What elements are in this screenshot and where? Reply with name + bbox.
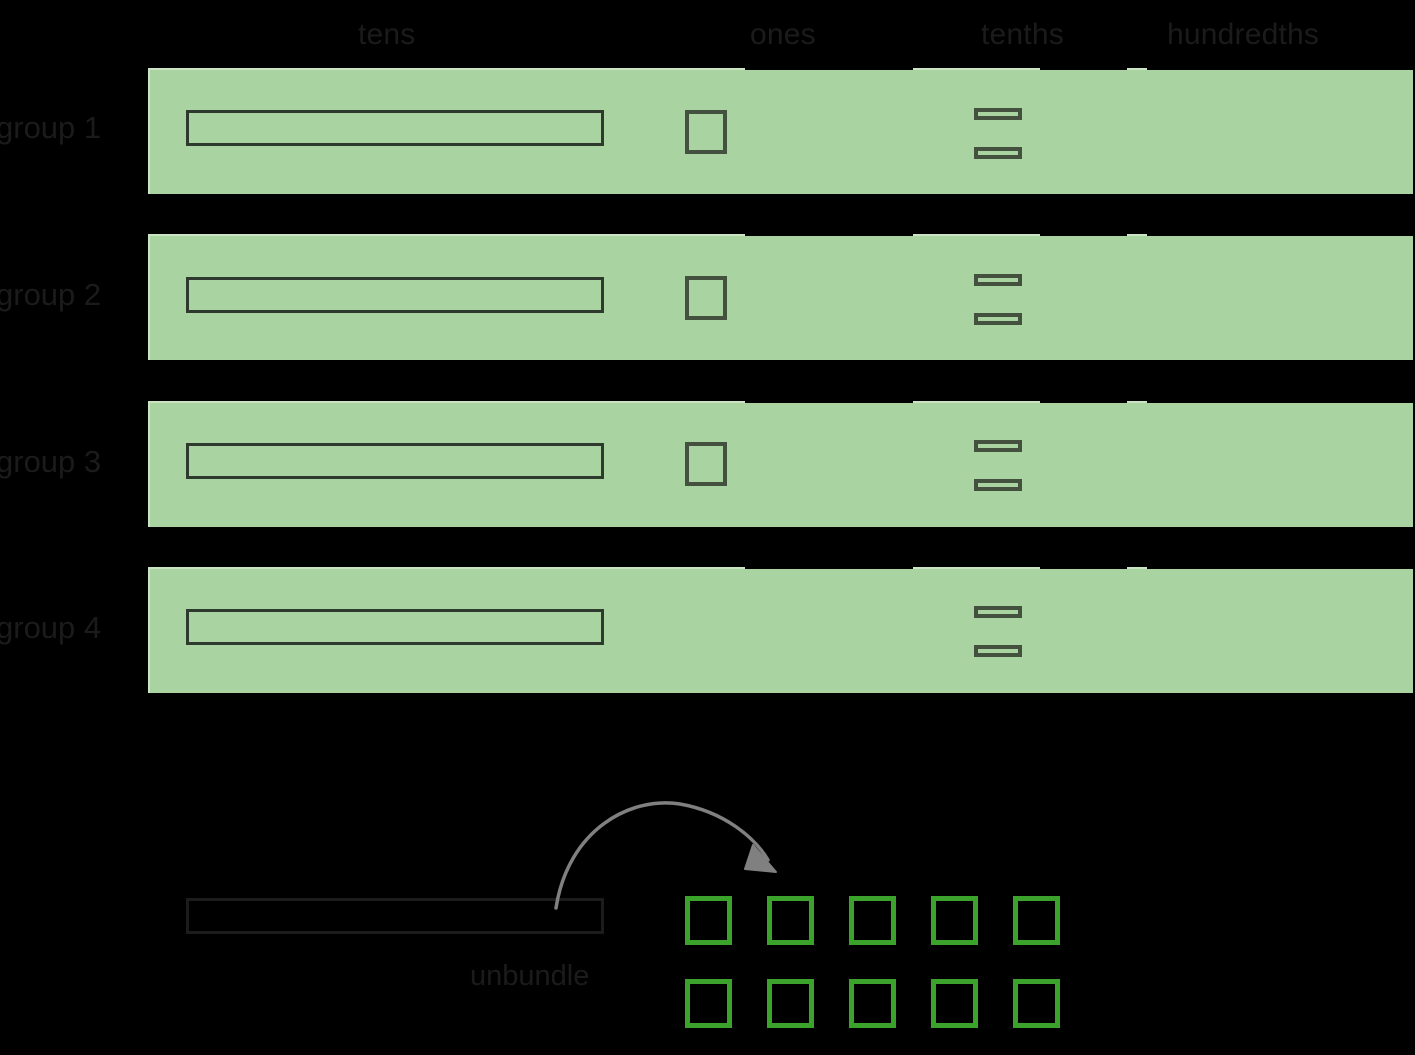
unit-square — [931, 896, 978, 945]
group-row-3-left-edge — [148, 403, 150, 527]
group-row-4-rule-hundredths — [1127, 567, 1147, 569]
unit-square — [767, 896, 814, 945]
group-label-4: group 4 — [0, 610, 102, 645]
group-row-1-rule-hundredths — [1127, 68, 1147, 70]
tenth-flat — [974, 479, 1022, 491]
group-label-2: group 2 — [0, 277, 102, 312]
tenth-flat — [974, 606, 1022, 618]
group-row-2-rule-tens — [148, 234, 745, 236]
group-row-4-rule-tens — [148, 567, 745, 569]
tenth-flat — [974, 147, 1022, 159]
group-row-1-left-edge — [148, 70, 150, 194]
unit-square — [849, 896, 896, 945]
group-row-3-rule-hundredths — [1127, 401, 1147, 403]
unit-square — [767, 979, 814, 1028]
group-row-1-rule-tenths — [913, 68, 1040, 70]
group-row-2-rule-hundredths — [1127, 234, 1147, 236]
tenth-flat — [974, 313, 1022, 325]
unit-square — [931, 979, 978, 1028]
unit-square — [1013, 896, 1060, 945]
tenth-flat — [974, 440, 1022, 452]
unit-square — [849, 979, 896, 1028]
unbundle-source-rod — [186, 898, 604, 934]
group-row-3-rule-tens — [148, 401, 745, 403]
one-unit — [685, 276, 727, 320]
ten-rod — [186, 277, 604, 313]
unit-square — [685, 896, 732, 945]
curved-arrow-icon — [554, 801, 777, 910]
column-header-ones: ones — [750, 18, 816, 51]
unit-square — [685, 979, 732, 1028]
tenth-flat — [974, 274, 1022, 286]
group-row-4-rule-tenths — [913, 567, 1040, 569]
tenth-flat — [974, 108, 1022, 120]
ten-rod — [186, 609, 604, 645]
one-unit — [685, 442, 727, 486]
column-header-tens: tens — [358, 18, 416, 51]
group-row-3-rule-tenths — [913, 401, 1040, 403]
tenth-flat — [974, 645, 1022, 657]
group-label-3: group 3 — [0, 444, 102, 479]
one-unit — [685, 110, 727, 154]
group-row-4-left-edge — [148, 569, 150, 693]
group-row-2-rule-tenths — [913, 234, 1040, 236]
unit-square — [1013, 979, 1060, 1028]
column-header-tenths: tenths — [981, 18, 1064, 51]
group-label-1: group 1 — [0, 110, 102, 145]
unbundle-label: unbundle — [470, 960, 590, 992]
group-row-2-left-edge — [148, 236, 150, 360]
ten-rod — [186, 443, 604, 479]
column-header-hundredths: hundredths — [1167, 18, 1320, 51]
group-row-1-rule-tens — [148, 68, 745, 70]
ten-rod — [186, 110, 604, 146]
